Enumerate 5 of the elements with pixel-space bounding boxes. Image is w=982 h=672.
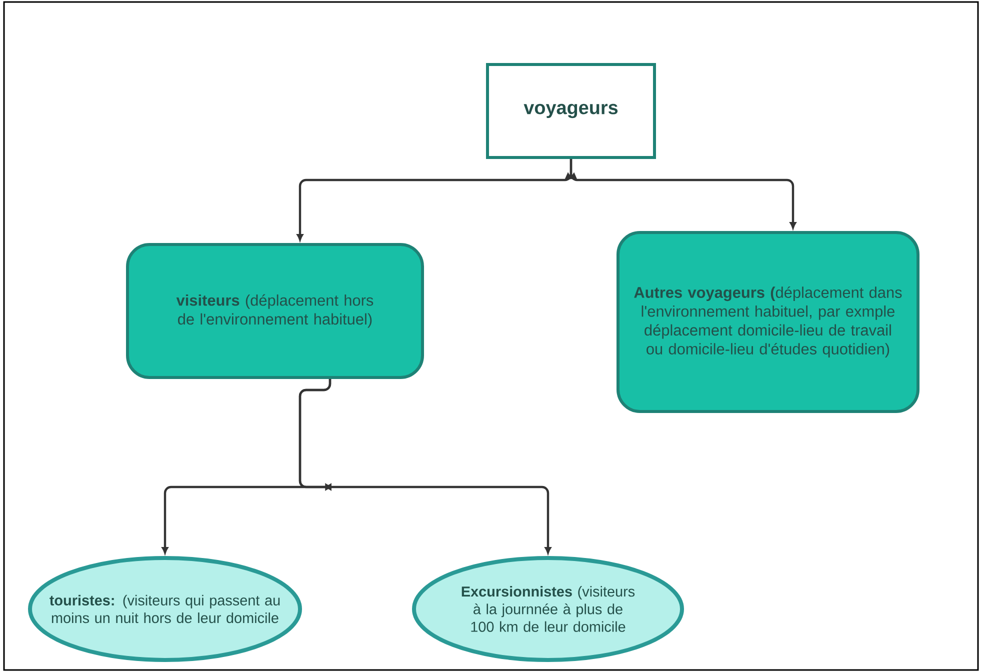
category-box: visiteurs (déplacement hors de l'environnement habituel) xyxy=(126,242,424,379)
arrow xyxy=(565,158,796,229)
category-box: voyageurs xyxy=(486,62,656,159)
category-box: Autres voyageurs (déplacement dans l'environnement habituel, par exmple déplacement domicile-lieu de travail ou domicile-lieu d'études quotidien) xyxy=(616,230,920,413)
arrow xyxy=(298,379,552,554)
